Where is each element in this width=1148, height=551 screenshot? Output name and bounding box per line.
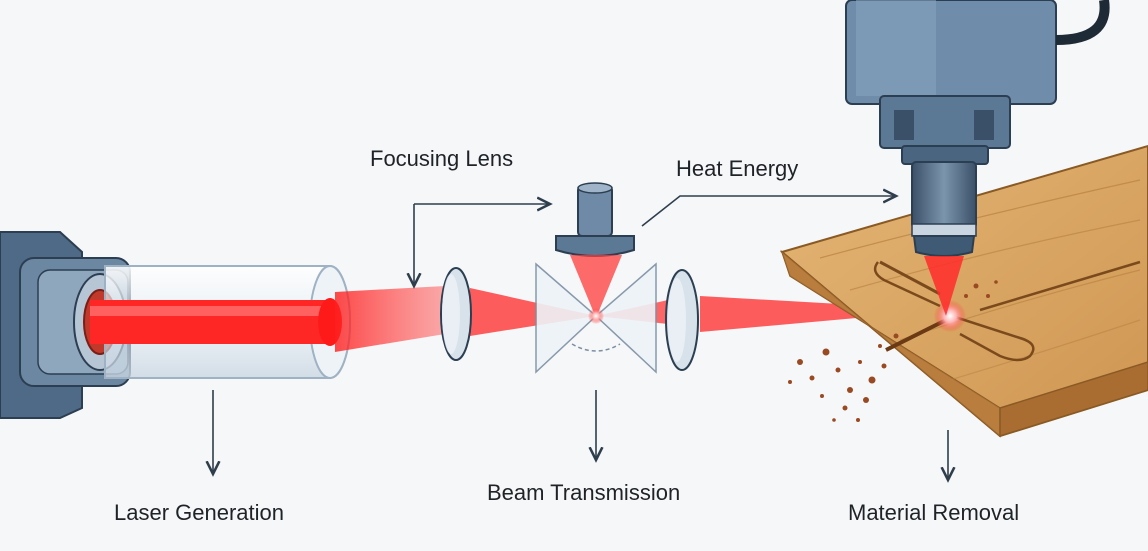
- focusing-lens-icon: [555, 182, 635, 318]
- annotation-arrows: [213, 196, 948, 480]
- beam-transmission-label: Beam Transmission: [487, 480, 681, 505]
- wood-board-icon: [779, 144, 1148, 438]
- focusing-lens-label: Focusing Lens: [370, 146, 514, 171]
- laser-generation-label: Laser Generation: [114, 500, 284, 525]
- prism-icon: [535, 262, 657, 374]
- material-removal-label: Material Removal: [848, 500, 1020, 525]
- laser-tube-icon: [0, 231, 351, 419]
- debris-particles: [788, 280, 998, 422]
- heat-energy-arrow: [641, 196, 896, 227]
- lens-icon: [440, 267, 472, 361]
- laser-head-icon: [845, 0, 1110, 316]
- lens-icon: [665, 269, 699, 371]
- heat-energy-label: Heat Energy: [676, 156, 799, 181]
